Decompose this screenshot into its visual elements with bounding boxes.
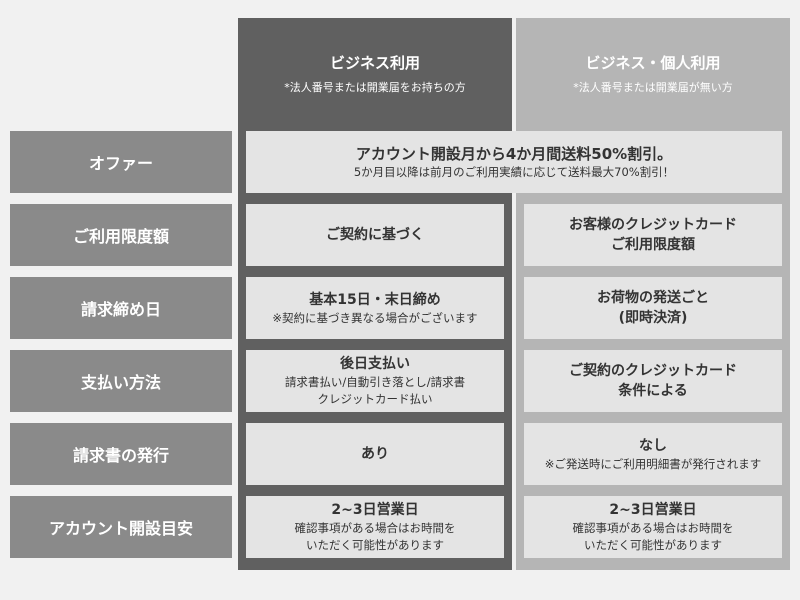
limit-individual-line2: ご利用限度額	[611, 237, 695, 253]
payment-business-main: 後日支払い	[340, 356, 410, 372]
row-label-limit: ご利用限度額	[10, 204, 232, 266]
closing-individual-line1: お荷物の発送ごと	[597, 290, 709, 306]
invoice-individual-main: なし	[639, 437, 667, 454]
row-label-closing: 請求締め日	[10, 277, 232, 339]
limit-individual-line1: お客様のクレジットカード	[569, 217, 737, 233]
payment-individual-cell: ご契約のクレジットカード 条件による	[524, 350, 782, 412]
offer-main: アカウント開設月から4か月間送料50%割引。	[355, 144, 673, 163]
payment-business-note2: クレジットカード払い	[317, 392, 433, 406]
business-column-subtitle: *法人番号または開業届をお持ちの方	[284, 80, 466, 94]
closing-business-cell: 基本15日・末日締め ※契約に基づき異なる場合がございます	[246, 277, 504, 339]
payment-business-cell: 後日支払い 請求書払い/自動引き落とし/請求書 クレジットカード払い	[246, 350, 504, 412]
payment-individual-line2: 条件による	[618, 383, 688, 399]
closing-individual-cell: お荷物の発送ごと (即時決済)	[524, 277, 782, 339]
account-business-cell: 2~3日営業日 確認事項がある場合はお時間を いただく可能性があります	[246, 496, 504, 558]
business-column-header: ビジネス利用 *法人番号または開業届をお持ちの方	[238, 18, 512, 128]
row-label-payment: 支払い方法	[10, 350, 232, 412]
invoice-business-cell: あり	[246, 423, 504, 485]
account-individual-note2: いただく可能性があります	[584, 538, 722, 552]
limit-business-cell: ご契約に基づく	[246, 204, 504, 266]
account-individual-main: 2~3日営業日	[609, 502, 697, 518]
limit-individual-cell: お客様のクレジットカード ご利用限度額	[524, 204, 782, 266]
limit-business-main: ご契約に基づく	[326, 227, 424, 243]
individual-column-title: ビジネス・個人利用	[585, 53, 721, 72]
account-individual-cell: 2~3日営業日 確認事項がある場合はお時間を いただく可能性があります	[524, 496, 782, 558]
closing-business-note: ※契約に基づき異なる場合がございます	[272, 310, 478, 325]
row-label-invoice: 請求書の発行	[10, 423, 232, 485]
account-business-note1: 確認事項がある場合はお時間を	[294, 521, 456, 535]
row-label-offer: オファー	[10, 131, 232, 193]
invoice-individual-note: ※ご発送時にご利用明細書が発行されます	[544, 456, 762, 471]
payment-individual-line1: ご契約のクレジットカード	[569, 363, 737, 379]
invoice-individual-cell: なし ※ご発送時にご利用明細書が発行されます	[524, 423, 782, 485]
individual-column-subtitle: *法人番号または開業届が無い方	[573, 80, 733, 94]
business-column-title: ビジネス利用	[329, 53, 420, 72]
payment-business-note1: 請求書払い/自動引き落とし/請求書	[284, 375, 466, 389]
invoice-business-main: あり	[361, 446, 389, 462]
offer-note: 5か月目以降は前月のご利用実績に応じて送料最大70%割引！	[353, 164, 675, 179]
individual-column-header: ビジネス・個人利用 *法人番号または開業届が無い方	[516, 18, 790, 128]
row-label-account: アカウント開設目安	[10, 496, 232, 558]
closing-individual-line2: (即時決済)	[618, 310, 688, 326]
offer-cell: アカウント開設月から4か月間送料50%割引。 5か月目以降は前月のご利用実績に応…	[246, 131, 782, 193]
closing-business-main: 基本15日・末日締め	[309, 291, 441, 308]
account-business-main: 2~3日営業日	[331, 502, 419, 518]
account-business-note2: いただく可能性があります	[306, 538, 444, 552]
account-individual-note1: 確認事項がある場合はお時間を	[572, 521, 734, 535]
